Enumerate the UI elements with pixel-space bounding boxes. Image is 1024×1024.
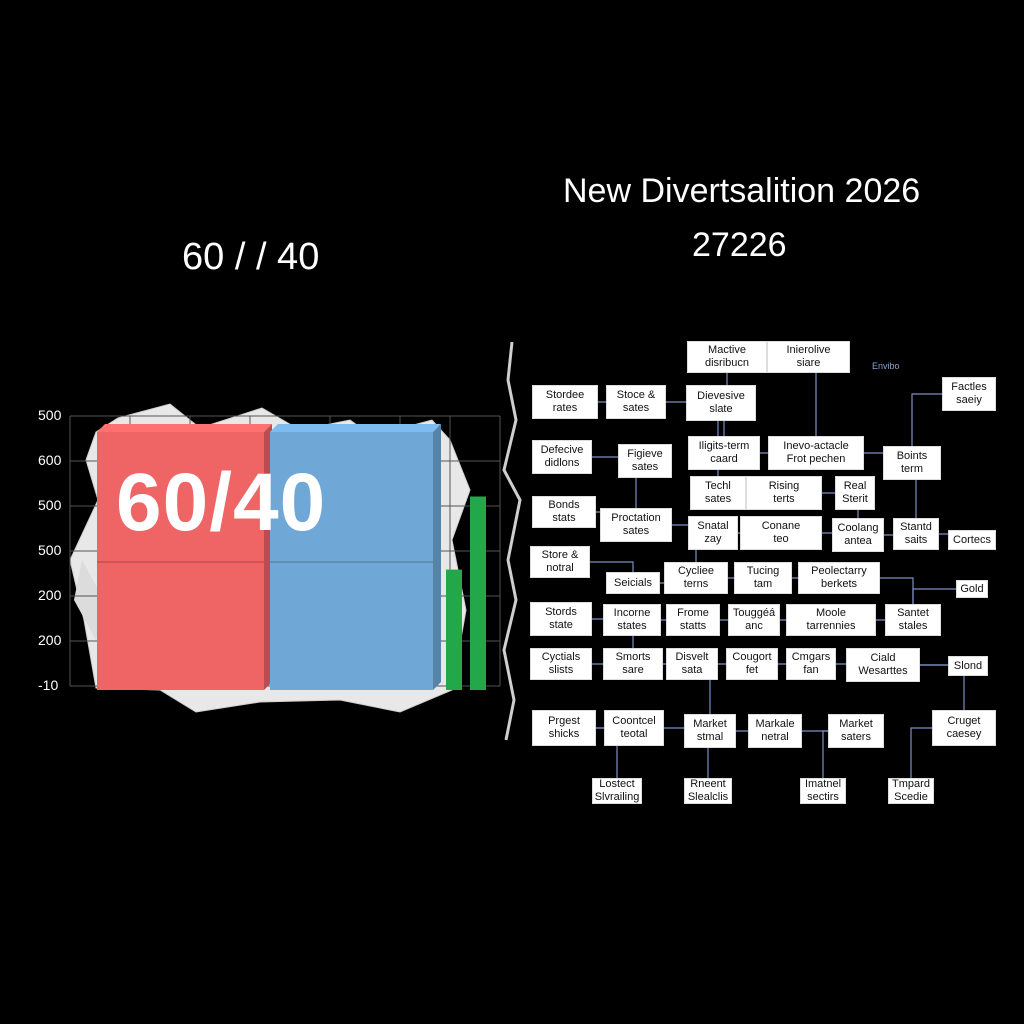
diagram-node: Gold — [956, 580, 988, 598]
diagram-node: Bonds stats — [532, 496, 596, 528]
diagram-node: Snatal zay — [688, 516, 738, 550]
diagram-node: Dievesive slate — [686, 385, 756, 421]
diagram-title: New Divertsalition 2026 — [563, 172, 921, 210]
left-chart-title: 60 / / 40 — [182, 236, 320, 278]
bar — [446, 569, 462, 690]
y-tick-label: 500 — [38, 497, 62, 513]
diagram-node: Cmgars fan — [786, 648, 836, 680]
diagram-tag: Envibo — [872, 361, 900, 371]
diagram-node: Incorne states — [603, 604, 661, 636]
bar-side-face — [433, 424, 441, 690]
diagram-node: Coontcel teotal — [604, 710, 664, 746]
torn-edge — [502, 341, 522, 741]
diagram-node: Market stmal — [684, 714, 736, 748]
diagram-node: Cyctials slists — [530, 648, 592, 680]
diagram-node: Figieve sates — [618, 444, 672, 478]
paper-shard — [74, 560, 104, 640]
diagram-node: Stords state — [530, 602, 592, 636]
diagram-node: Rising terts — [746, 476, 822, 510]
diagram-node: Moole tarrennies — [786, 604, 876, 636]
diagram-node: Frome statts — [666, 604, 720, 636]
diagram-node: Santet stales — [885, 604, 941, 636]
y-tick-label: 500 — [38, 407, 62, 423]
diagram-node: Prgest shicks — [532, 710, 596, 746]
diagram-node: Rneent Slealclis — [684, 778, 732, 804]
diagram-node: Defecive didlons — [532, 440, 592, 474]
diagram-node: Markale netral — [748, 714, 802, 748]
diagram-node: Iligits-term caard — [688, 436, 760, 470]
y-tick-label: 200 — [38, 632, 62, 648]
diagram-node: Conane teo — [740, 516, 822, 550]
diagram-node: Real Sterit — [835, 476, 875, 510]
diagram-node: Cortecs — [948, 530, 996, 550]
bar — [470, 496, 486, 690]
bar-top-face — [270, 424, 441, 432]
diagram-node: Proctation sates — [600, 508, 672, 542]
allocation-label: 60/40 — [116, 457, 327, 548]
diagram-node: Techl sates — [690, 476, 746, 510]
diagram-node: Stoce & sates — [606, 385, 666, 419]
diagram-node: Mactive disribucn — [687, 341, 767, 373]
y-tick-label: -10 — [38, 677, 59, 693]
diagram-node: Store & notral — [530, 546, 590, 578]
y-tick-label: 500 — [38, 542, 62, 558]
diagram-node: Market saters — [828, 714, 884, 748]
diagram-node: Tucing tam — [734, 562, 792, 594]
diagram-node: Disvelt sata — [666, 648, 718, 680]
diagram-node: Cruget caesey — [932, 710, 996, 746]
diagram-node: Coolang antea — [832, 518, 884, 552]
diagram-node: Cougort fet — [726, 648, 778, 680]
diagram-node: Seicials — [606, 572, 660, 594]
diagram-node: Cycliee terns — [664, 562, 728, 594]
diagram-node: Lostect Slvrailing — [592, 778, 642, 804]
diagram-node: Smorts sare — [603, 648, 663, 680]
diagram-node: Inierolive siare — [767, 341, 850, 373]
diagram-node: Boints term — [883, 446, 941, 480]
y-tick-label: 200 — [38, 587, 62, 603]
diagram-node: Touggéá anc — [728, 604, 780, 636]
diagram-node: Slond — [948, 656, 988, 676]
diagram-node: Factles saeiy — [942, 377, 996, 411]
diagram-node: Stordee rates — [532, 385, 598, 419]
diagram-node: Peolectarry berkets — [798, 562, 880, 594]
bar-top-face — [97, 424, 272, 432]
diagram-subtitle: 27226 — [692, 226, 787, 264]
diagram-node: Ciald Wesarttes — [846, 648, 920, 682]
diagram-node: Inevo-actacle Frot pechen — [768, 436, 864, 470]
y-tick-label: 600 — [38, 452, 62, 468]
diagram-node: Imatnel sectirs — [800, 778, 846, 804]
diagram-node: Tmpard Scedie — [888, 778, 934, 804]
diagram-node: Stantd saits — [893, 518, 939, 550]
